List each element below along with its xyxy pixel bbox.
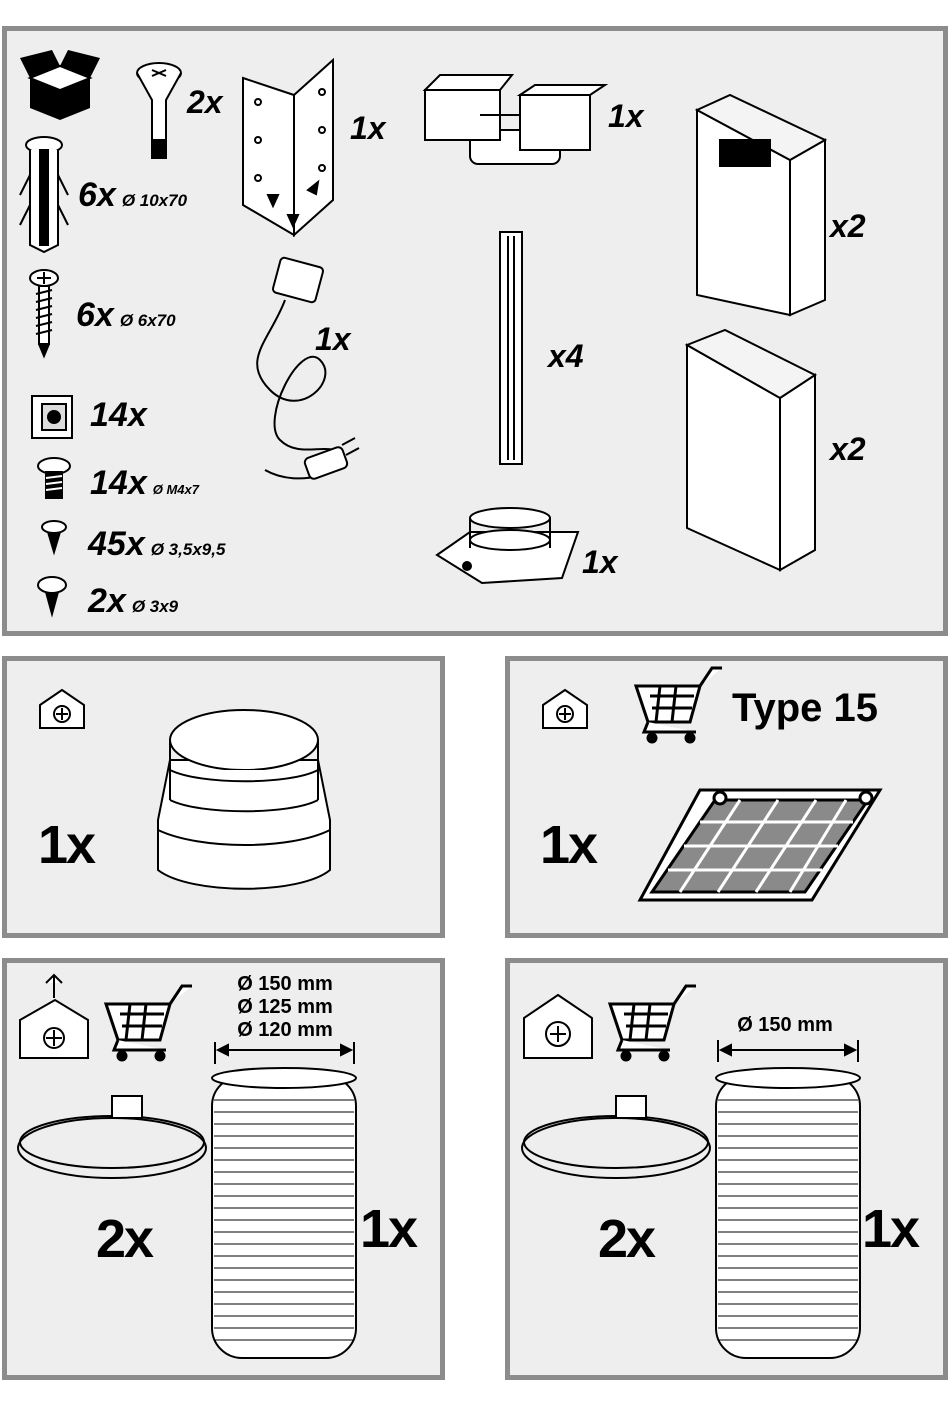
- clamp-qty-exhaust: 2x: [96, 1212, 152, 1266]
- lower-chimney-qty: x2: [830, 433, 866, 465]
- rail-icon: [500, 232, 522, 464]
- flange-screw-icon: [38, 577, 66, 614]
- clamp-qty-recirc: 2x: [598, 1212, 654, 1266]
- angle-bracket-qty: 1x: [350, 112, 386, 144]
- machine-screw-icon: [38, 458, 70, 498]
- cage-nut-icon: [32, 396, 72, 438]
- wood-screw-dim: Ø 6x70: [120, 311, 176, 330]
- wood-screw-qty: 6x: [76, 296, 114, 334]
- machine-screw-qty-row: 14x Ø M4x7: [90, 466, 199, 500]
- wall-plug-qty-row: 6x Ø 10x70: [78, 178, 187, 212]
- small-screw-dim: Ø 3,5x9,5: [151, 540, 226, 559]
- flange-screw-qty-row: 2x Ø 3x9: [88, 584, 178, 618]
- wood-screw-qty-row: 6x Ø 6x70: [76, 298, 176, 332]
- flange-screw-qty: 2x: [88, 582, 126, 620]
- flange-screw-dim: Ø 3x9: [132, 597, 178, 616]
- small-screw-icon: [42, 521, 66, 552]
- small-screw-qty-row: 45x Ø 3,5x9,5: [88, 527, 225, 561]
- upper-chimney-icon: [697, 95, 825, 315]
- machine-screw-dim: Ø M4x7: [153, 482, 199, 497]
- hose-qty-exhaust: 1x: [360, 1202, 416, 1256]
- reducer-qty: 1x: [38, 818, 94, 872]
- air-deflector-qty: 1x: [608, 100, 644, 132]
- angle-bracket-icon: [243, 60, 333, 235]
- countersunk-screw-qty: 2x: [187, 86, 223, 118]
- air-deflector-icon: [425, 75, 605, 164]
- power-cord-qty: 1x: [315, 323, 351, 355]
- duct-adapter-qty: 1x: [582, 546, 618, 578]
- diameter-125: Ø 125 mm: [200, 996, 370, 1019]
- filter-qty: 1x: [540, 818, 596, 872]
- box-icon: [20, 50, 100, 120]
- upper-chimney-qty: x2: [830, 210, 866, 242]
- wall-plug-qty: 6x: [78, 176, 116, 214]
- diameter-120: Ø 120 mm: [200, 1019, 370, 1042]
- power-cord-icon: [257, 257, 359, 480]
- wall-plug-dim: Ø 10x70: [122, 191, 187, 210]
- hose-diameters-recirc: Ø 150 mm: [705, 1014, 865, 1037]
- countersunk-screw-icon: [137, 63, 181, 158]
- rail-qty: x4: [548, 340, 584, 372]
- lower-chimney-icon: [687, 330, 815, 570]
- diameter-150: Ø 150 mm: [705, 1014, 865, 1037]
- wall-plug-icon: [20, 137, 68, 252]
- cage-nut-qty: 14x: [90, 398, 147, 432]
- filter-type-label: Type 15: [732, 688, 878, 728]
- machine-screw-qty: 14x: [90, 464, 147, 502]
- reducer-panel: [2, 656, 445, 938]
- hose-diameters-exhaust: Ø 150 mm Ø 125 mm Ø 120 mm: [200, 973, 370, 1042]
- wood-screw-icon: [30, 270, 58, 356]
- diameter-150: Ø 150 mm: [200, 973, 370, 996]
- duct-adapter-icon: [437, 508, 578, 583]
- small-screw-qty: 45x: [88, 525, 145, 563]
- hose-qty-recirc: 1x: [862, 1202, 918, 1256]
- filter-panel: [505, 656, 948, 938]
